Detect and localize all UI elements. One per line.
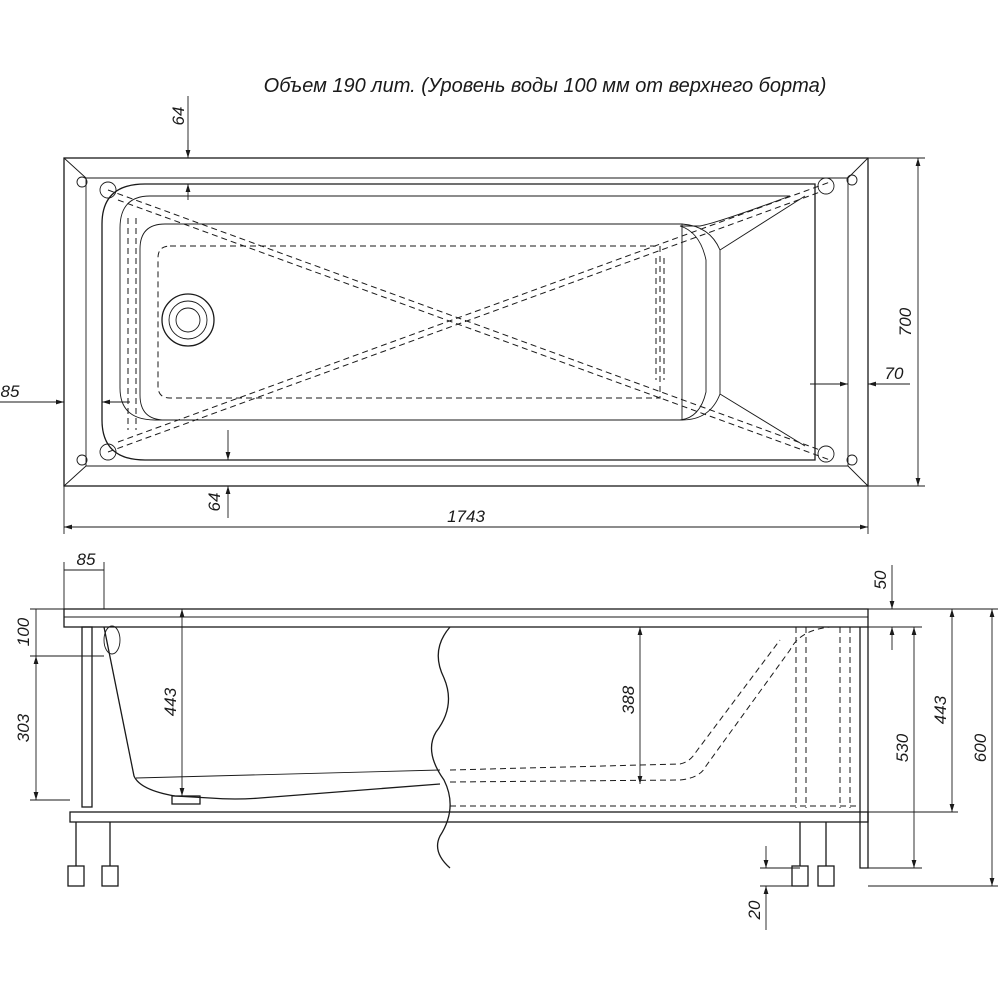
dim-side-body-height-label: 530 bbox=[893, 733, 912, 762]
frame-foot-top-right-icon bbox=[817, 174, 858, 195]
dim-side-total-height-label: 600 bbox=[971, 733, 990, 762]
volume-caption: Объем 190 лит. (Уровень воды 100 мм от в… bbox=[264, 75, 827, 97]
dim-plan-rim-top: 64 bbox=[169, 96, 191, 200]
dim-side-depth-right: 443 bbox=[868, 608, 958, 813]
dim-plan-rim-bottom-label: 64 bbox=[205, 493, 224, 512]
dim-side-depth-left-label: 443 bbox=[161, 687, 180, 716]
frame-crossbars bbox=[107, 181, 831, 461]
dim-side-foot-label: 20 bbox=[745, 900, 764, 920]
side-bowl-hidden bbox=[449, 626, 831, 783]
dim-side-depth-mid-label: 388 bbox=[619, 685, 638, 714]
plan-bottom-flat bbox=[139, 223, 683, 421]
side-bowl-profile bbox=[103, 626, 441, 800]
plan-backrest bbox=[681, 195, 806, 447]
dim-plan-rim-right-label: 70 bbox=[885, 364, 904, 383]
plan-bowl-inner bbox=[119, 195, 791, 421]
dim-side-bottom-height-label: 303 bbox=[14, 713, 33, 742]
foot-right-2-icon bbox=[817, 822, 835, 887]
dim-plan-length-label: 1743 bbox=[447, 507, 485, 526]
frame-foot-bottom-left-icon bbox=[76, 443, 117, 466]
dim-side-depth-left: 443 bbox=[161, 609, 185, 796]
side-end-panel bbox=[859, 627, 869, 869]
dim-plan-width: 700 bbox=[868, 157, 925, 487]
dim-side-depth-mid: 388 bbox=[619, 627, 643, 784]
dim-side-bottom-height: 303 bbox=[14, 656, 70, 801]
dim-plan-rim-bottom: 64 bbox=[205, 430, 231, 518]
plan-bowl-outline bbox=[101, 183, 816, 461]
side-base-frame bbox=[69, 811, 869, 823]
foot-right-1-icon bbox=[791, 822, 809, 887]
side-drain-icon bbox=[103, 625, 201, 805]
foot-left-2-icon bbox=[101, 822, 119, 887]
dim-side-foot: 20 bbox=[745, 846, 800, 930]
frame-foot-bottom-right-icon bbox=[817, 445, 858, 466]
dim-side-rim-height-label: 100 bbox=[14, 617, 33, 646]
side-break-line bbox=[430, 626, 451, 869]
dim-plan-rim-top-label: 64 bbox=[169, 107, 188, 126]
dim-side-total-height: 600 bbox=[868, 608, 998, 887]
plan-view: 1743 700 64 64 85 bbox=[0, 96, 925, 534]
plan-outer-rim bbox=[63, 157, 869, 487]
plan-bottom-inner bbox=[157, 245, 661, 399]
dim-side-body-height: 530 bbox=[868, 626, 922, 869]
dim-side-rim-left: 85 bbox=[63, 550, 105, 609]
plan-rim-bevel bbox=[63, 157, 869, 487]
drain-icon bbox=[161, 293, 215, 347]
side-rim bbox=[63, 608, 869, 628]
dim-plan-width-label: 700 bbox=[896, 307, 915, 336]
dim-side-depth-right-label: 443 bbox=[931, 695, 950, 724]
side-left-post bbox=[81, 626, 93, 808]
dim-side-rim-height: 100 bbox=[14, 608, 104, 657]
dim-plan-rim-left-label: 85 bbox=[1, 382, 20, 401]
foot-left-1-icon bbox=[67, 822, 85, 887]
dim-plan-rim-left: 85 bbox=[0, 382, 130, 405]
frame-foot-top-left-icon bbox=[76, 176, 117, 199]
side-view: 85 100 303 443 388 50 bbox=[14, 550, 998, 930]
dim-side-rim-top: 50 bbox=[868, 565, 900, 650]
dim-side-rim-top-label: 50 bbox=[871, 570, 890, 589]
dim-side-rim-left-label: 85 bbox=[77, 550, 96, 569]
dim-plan-rim-right: 70 bbox=[810, 364, 910, 387]
dim-plan-length: 1743 bbox=[63, 486, 869, 534]
